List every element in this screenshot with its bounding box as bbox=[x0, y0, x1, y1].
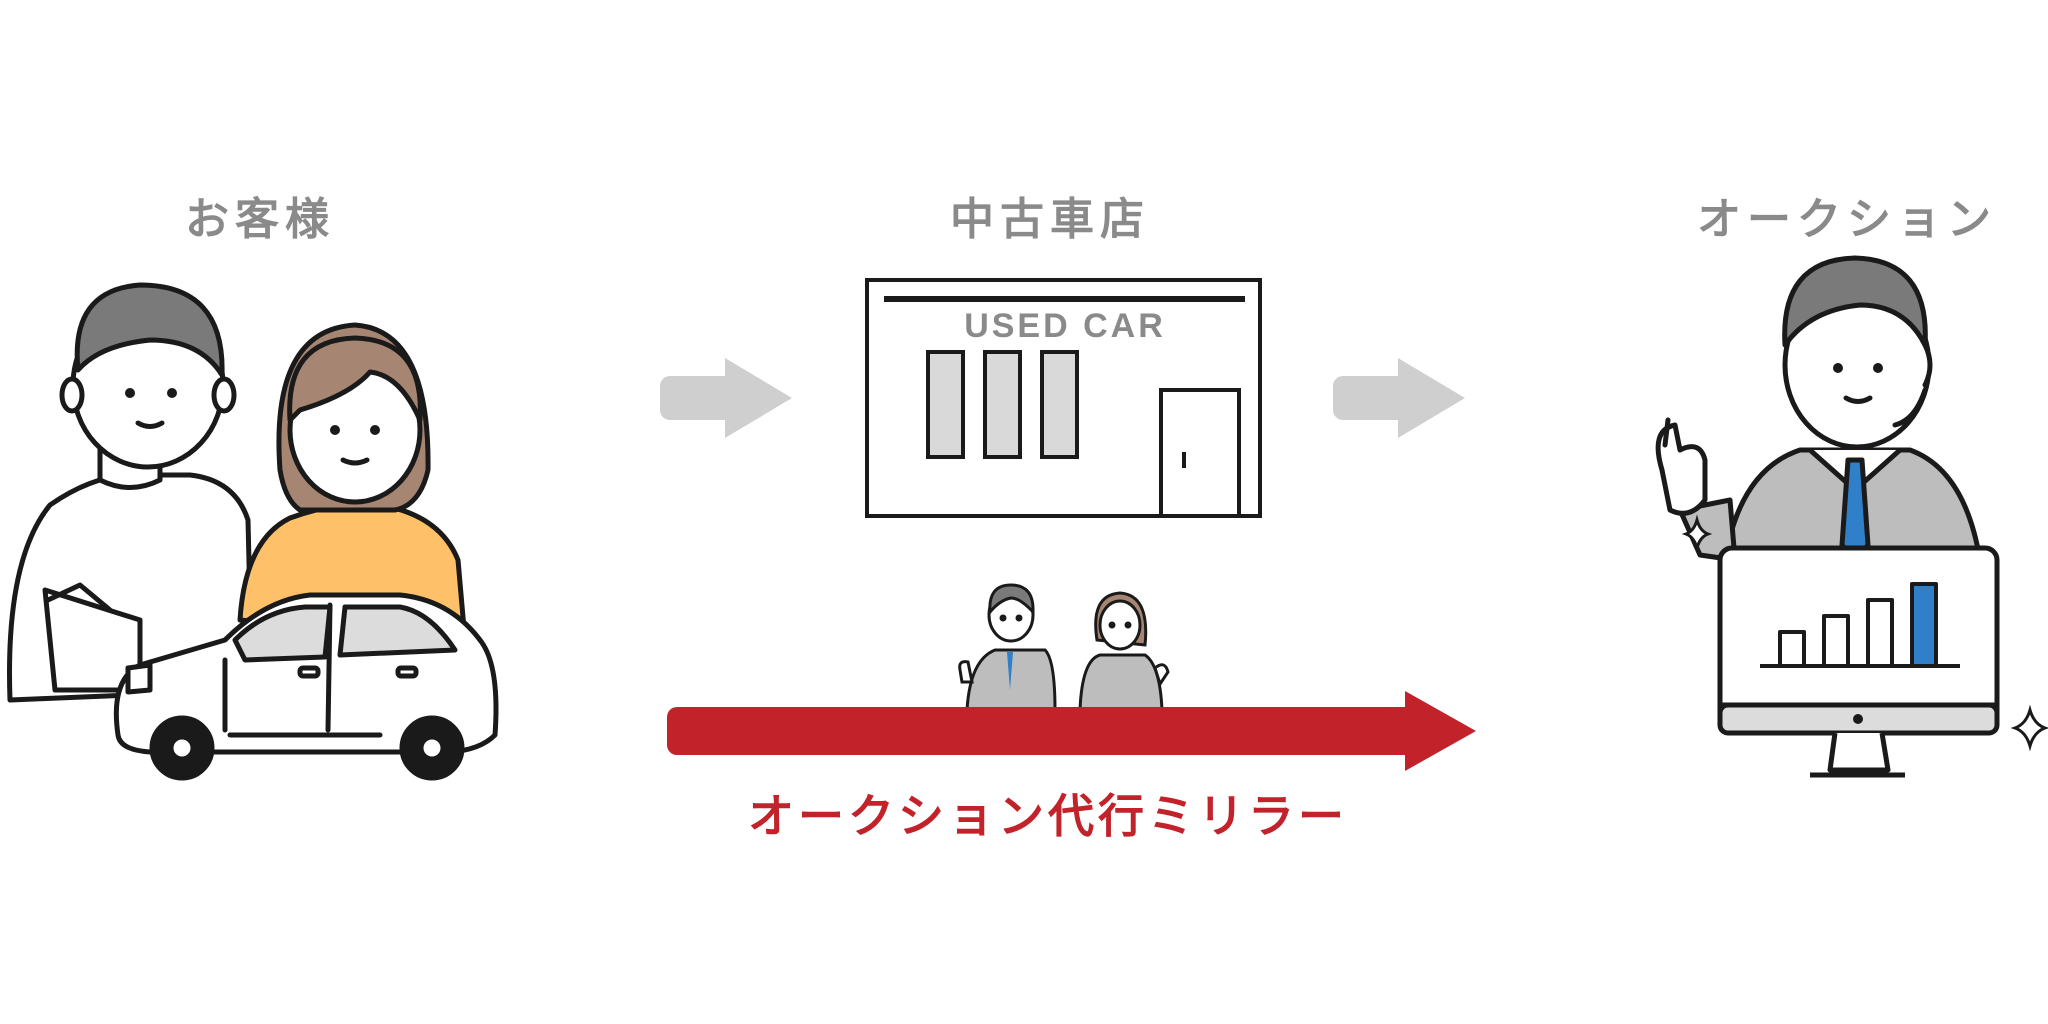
customer-label: お客様 bbox=[185, 194, 335, 245]
gray-arrow-1 bbox=[660, 358, 792, 438]
bar-chart-monitor-icon bbox=[1717, 545, 2000, 778]
auction-operator-illustration bbox=[1655, 255, 1983, 563]
car-illustration bbox=[113, 592, 499, 781]
staff-illustration bbox=[958, 583, 1170, 712]
gray-arrow-2 bbox=[1333, 358, 1465, 438]
red-flow-arrow bbox=[667, 691, 1476, 771]
customer-couple-illustration bbox=[7, 282, 468, 703]
used-car-shop-label: 中古車店 bbox=[950, 194, 1150, 245]
used-car-shop-illustration bbox=[865, 278, 1262, 518]
sparkle-icon bbox=[1681, 514, 1713, 554]
auction-label: オークション bbox=[1697, 194, 1997, 245]
service-name-label: オークション代行ミリラー bbox=[748, 789, 1348, 843]
sparkle-icon bbox=[2010, 704, 2048, 752]
shop-sign-text: USED CAR bbox=[964, 307, 1166, 345]
